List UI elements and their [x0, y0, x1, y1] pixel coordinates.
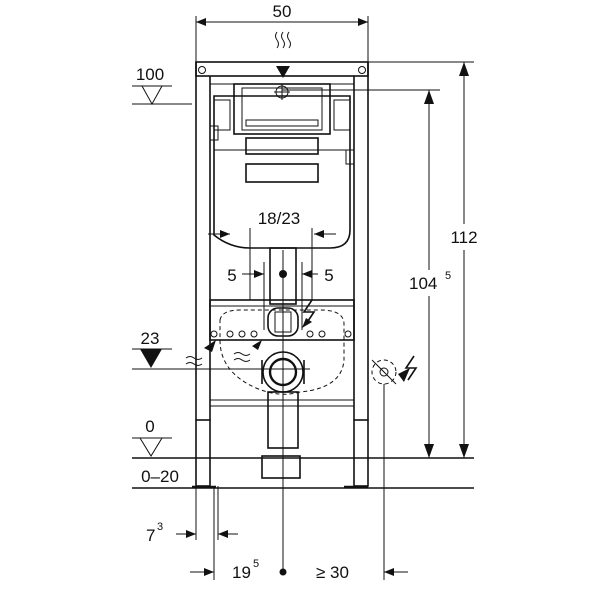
left-offset-sup: 3	[157, 521, 163, 533]
water-supply-icon	[185, 340, 216, 366]
water-supply-icon	[233, 340, 262, 362]
left-offset-label: 7	[146, 526, 155, 545]
water-supply-icon	[275, 31, 291, 78]
drain-outlet	[261, 351, 305, 479]
bottom-left-sup: 5	[253, 558, 259, 570]
floor-range-marker: 0–20	[132, 467, 474, 489]
pipe-left-label: 5	[227, 266, 236, 285]
total-height-label: 112	[450, 228, 477, 247]
bottom-dimensions: 19 5 ≥ 30	[190, 486, 408, 582]
level-top-marker: 100	[132, 65, 192, 106]
bottom-right-label: ≥ 30	[316, 563, 349, 582]
level-marker-icon	[141, 85, 163, 106]
bolt-spacing-dimension: 18/23	[208, 209, 336, 300]
floor-range-label: 0–20	[141, 467, 179, 486]
height-dimension-104: 104 5	[282, 89, 456, 458]
top-width-dimension: 50	[195, 2, 369, 62]
electric-icon	[398, 355, 418, 382]
electrical-socket	[371, 359, 397, 580]
bolt-spacing-label: 18/23	[258, 209, 301, 228]
level-top-label: 100	[136, 65, 164, 84]
height-dimension-112: 112	[368, 61, 482, 458]
level-floor-label: 0	[145, 417, 154, 436]
drain-pipe-upper	[269, 247, 297, 572]
cistern	[209, 83, 355, 249]
pipe-right-label: 5	[324, 266, 333, 285]
pipe-offset-dimensions: 5 5	[227, 262, 334, 330]
inner-height-label: 104	[409, 274, 437, 293]
electric-icon	[302, 299, 316, 328]
top-width-label: 50	[273, 2, 292, 21]
mounting-plate	[209, 299, 355, 395]
bottom-left-label: 19	[232, 563, 251, 582]
left-offset-dimension: 7 3	[146, 486, 238, 545]
inner-height-sup: 5	[445, 270, 451, 282]
level-marker-icon	[139, 437, 163, 457]
level-floor-marker: 0	[132, 417, 474, 459]
level-middle-label: 23	[141, 329, 160, 348]
level-marker-icon	[140, 349, 162, 368]
level-middle-marker: 23	[132, 329, 310, 370]
